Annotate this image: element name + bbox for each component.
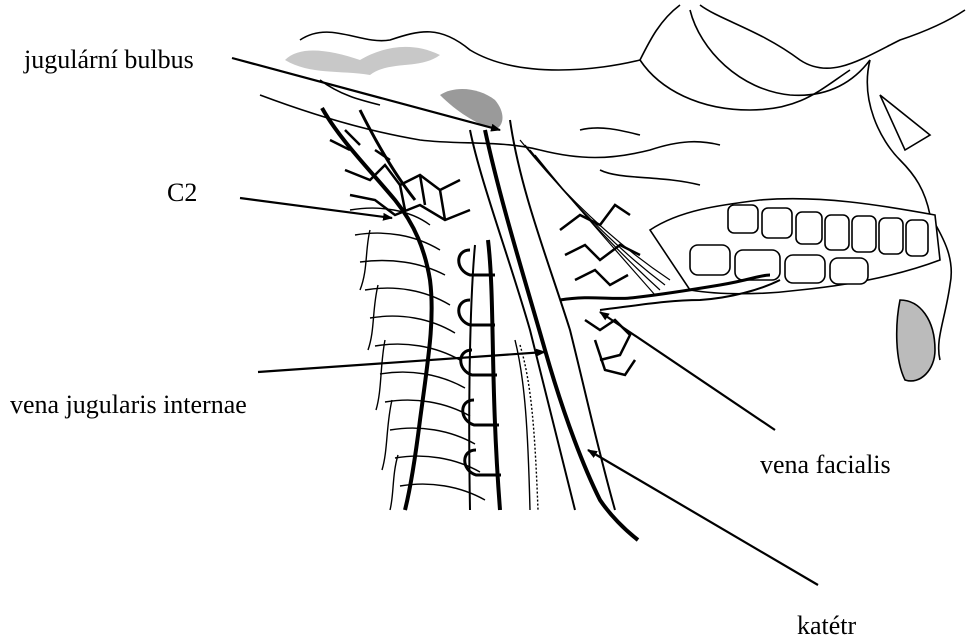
mastoid-shading bbox=[285, 47, 503, 130]
vertebral-artery bbox=[459, 240, 501, 510]
label-facial-vein: vena facialis bbox=[760, 452, 891, 478]
label-internal-jugular-vein: vena jugularis internae bbox=[10, 392, 247, 418]
label-c2: C2 bbox=[167, 180, 197, 206]
posterior-venous-plexus bbox=[322, 108, 470, 510]
label-jugular-bulb: jugulární bulbus bbox=[24, 47, 194, 73]
internal-jugular-vein bbox=[470, 120, 638, 540]
label-catheter: katétr bbox=[797, 613, 856, 639]
catheter-line bbox=[485, 130, 638, 540]
pointer-internal-jugular-vein bbox=[258, 352, 545, 372]
pointer-lines bbox=[232, 58, 818, 585]
anterior-tissue bbox=[515, 340, 538, 510]
